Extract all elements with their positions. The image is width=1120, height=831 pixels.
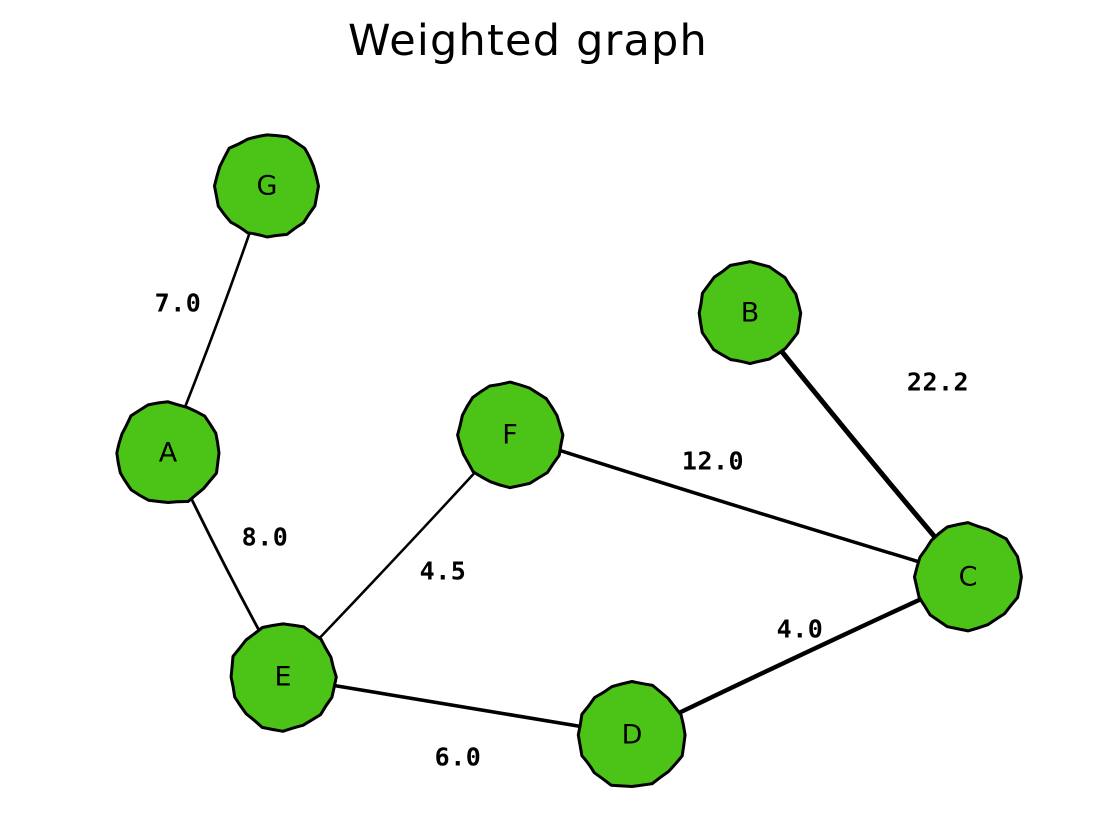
edge-weights-layer: 7.0 8.0 4.5 12.0 22.2 4.0 6.0 xyxy=(155,289,969,772)
edge-weight-label: 12.0 xyxy=(682,447,744,476)
graph-edge xyxy=(676,596,924,716)
graph-node-e[interactable]: E xyxy=(229,622,338,733)
node-circle[interactable] xyxy=(576,680,687,788)
node-circle[interactable] xyxy=(913,521,1023,633)
edge-weight-label: 4.0 xyxy=(777,615,824,644)
edge-weight-label: 8.0 xyxy=(242,523,289,552)
node-circle[interactable] xyxy=(213,133,320,239)
page-title: Weighted graph xyxy=(348,16,708,66)
graph-node-b[interactable]: B xyxy=(697,260,803,366)
graph-edge xyxy=(189,495,262,633)
node-label: E xyxy=(274,662,291,693)
node-circle[interactable] xyxy=(115,400,221,504)
edge-weight-label: 7.0 xyxy=(155,289,202,318)
node-circle[interactable] xyxy=(229,622,338,733)
edge-weight-label: 4.5 xyxy=(420,557,467,586)
graph-edge xyxy=(331,683,584,729)
nodes-layer: G A B F C E D xyxy=(115,133,1023,788)
node-label: D xyxy=(622,720,643,751)
edges-layer xyxy=(183,231,938,729)
graph-edge xyxy=(556,448,922,564)
graph-node-d[interactable]: D xyxy=(576,680,687,788)
node-circle[interactable] xyxy=(697,260,803,366)
graph-node-c[interactable]: C xyxy=(913,521,1023,633)
node-label: F xyxy=(502,420,518,451)
node-label: B xyxy=(741,298,760,329)
node-circle[interactable] xyxy=(456,380,565,490)
graph-node-a[interactable]: A xyxy=(115,400,221,504)
graph-edge xyxy=(316,470,478,642)
edge-weight-label: 6.0 xyxy=(435,743,482,772)
graph-edge xyxy=(778,348,938,541)
node-label: C xyxy=(959,562,978,593)
graph-node-g[interactable]: G xyxy=(213,133,320,239)
graph-edge xyxy=(183,231,251,409)
edge-weight-label: 22.2 xyxy=(907,368,969,397)
node-label: G xyxy=(257,171,278,202)
node-label: A xyxy=(159,438,178,469)
graph-node-f[interactable]: F xyxy=(456,380,565,490)
